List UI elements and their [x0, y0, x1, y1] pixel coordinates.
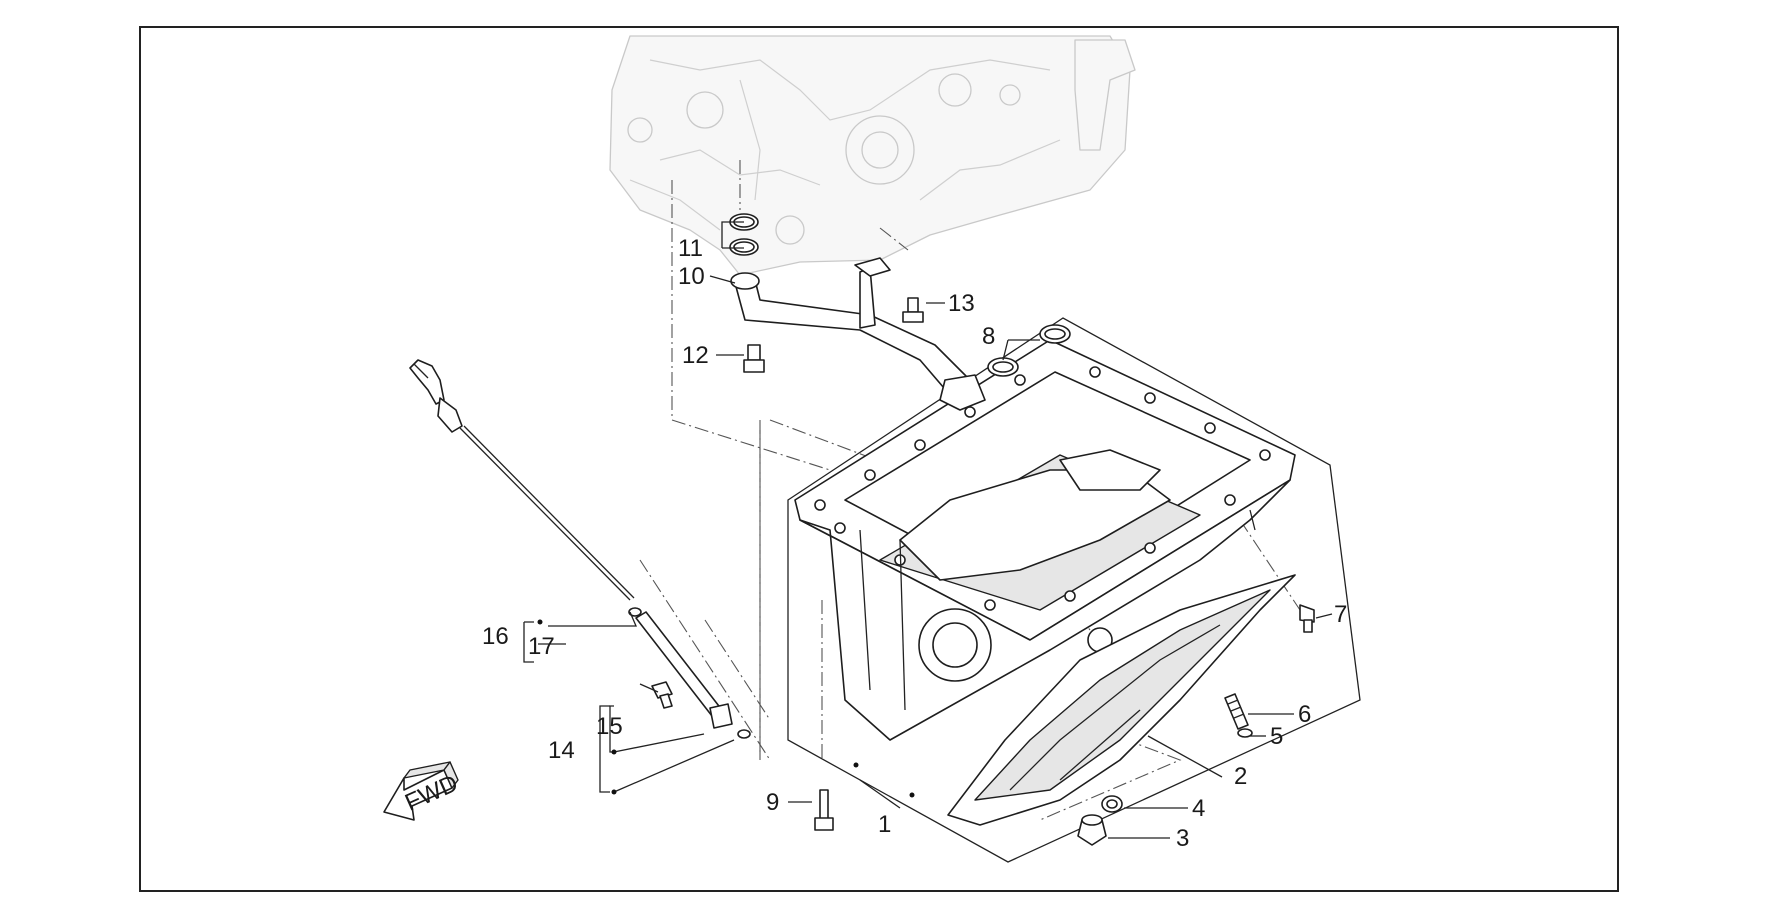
callout-5: 5 [1270, 723, 1283, 750]
bolt-12 [743, 344, 765, 373]
callout-7: 7 [1334, 601, 1347, 628]
callout-16: 16 [482, 623, 509, 650]
bolt-7 [1299, 604, 1315, 633]
dipstick [409, 359, 642, 617]
bolt-9 [814, 789, 834, 831]
oil-pickup-tube [730, 257, 986, 411]
callout-14: 14 [548, 737, 575, 764]
bolt-13 [902, 297, 924, 323]
seals-8 [987, 324, 1071, 377]
dipstick-tube [635, 611, 751, 739]
drain-washer-4 [1101, 795, 1123, 813]
flange-bolt-holes [814, 366, 1271, 611]
bolt-15 [651, 681, 673, 709]
callout-10: 10 [678, 263, 705, 290]
fwd-direction-arrow: FWD [383, 761, 462, 821]
drain-plug-3 [1077, 814, 1107, 846]
oil-pan-baffle [947, 574, 1296, 826]
callout-labels: 1 2 3 4 5 6 7 8 9 10 11 12 13 14 15 16 1… [482, 235, 1347, 852]
callout-6: 6 [1298, 701, 1311, 728]
callout-12: 12 [682, 342, 709, 369]
callout-9: 9 [766, 789, 779, 816]
callout-17: 17 [528, 633, 555, 660]
callout-13: 13 [948, 290, 975, 317]
washer-5 [1237, 728, 1253, 738]
callout-15: 15 [596, 713, 623, 740]
callout-4: 4 [1192, 795, 1205, 822]
callout-11: 11 [678, 235, 703, 262]
o-rings-11 [729, 213, 759, 256]
callout-1: 1 [878, 811, 891, 838]
oil-pan-housing [787, 317, 1361, 863]
callout-3: 3 [1176, 825, 1189, 852]
stud-6 [1224, 693, 1249, 730]
callout-8: 8 [982, 323, 995, 350]
leader-dots [537, 619, 915, 798]
callout-2: 2 [1234, 763, 1247, 790]
leader-lines [523, 221, 1333, 839]
